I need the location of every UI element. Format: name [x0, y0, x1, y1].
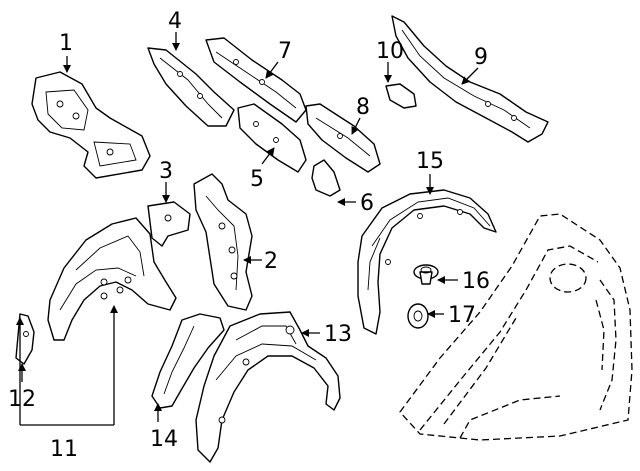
part-4-rail[interactable]: [147, 47, 235, 127]
callout-17: 17: [448, 303, 476, 328]
part-16-push-clip[interactable]: [413, 264, 439, 285]
part-2-brace[interactable]: [193, 173, 253, 311]
callout-8: 8: [356, 95, 370, 120]
part-1-pillar-bracket[interactable]: [31, 71, 151, 179]
part-7-rail[interactable]: [205, 37, 307, 123]
part-17-nut[interactable]: [407, 303, 429, 329]
callout-15: 15: [416, 149, 444, 174]
callout-16: 16: [462, 269, 490, 294]
callout-13: 13: [324, 322, 352, 347]
part-5-rail-segment[interactable]: [237, 103, 307, 173]
callout-14: 14: [150, 427, 178, 452]
part-3-bracket[interactable]: [147, 201, 191, 247]
part-13-outer-wheelhouse[interactable]: [195, 311, 341, 463]
callout-1: 1: [59, 31, 73, 56]
part-8-rail-segment[interactable]: [305, 103, 381, 173]
callout-labels: 1 2 3 4 5 6 7 8 9 10 11 12 13 14 15 16 1…: [8, 9, 490, 462]
callout-7: 7: [278, 39, 292, 64]
leader-lines: [16, 32, 479, 426]
part-11-inner-wheelhouse[interactable]: [47, 217, 177, 341]
callout-12: 12: [8, 387, 36, 412]
part-9-sill[interactable]: [391, 15, 549, 143]
callout-11: 11: [50, 437, 78, 462]
callout-5: 5: [250, 167, 264, 192]
callout-4: 4: [168, 9, 182, 34]
part-15-wheel-liner[interactable]: [357, 189, 497, 335]
callout-10: 10: [376, 39, 404, 64]
part-6-bracket[interactable]: [311, 159, 341, 197]
callout-6: 6: [360, 191, 374, 216]
part-14-panel[interactable]: [151, 313, 225, 409]
quarter-panel-outline: [399, 213, 633, 441]
part-10-bracket[interactable]: [385, 83, 417, 109]
callout-2: 2: [264, 249, 278, 274]
part-12-bracket[interactable]: [15, 313, 35, 365]
callout-9: 9: [474, 45, 488, 70]
callout-3: 3: [159, 159, 173, 184]
